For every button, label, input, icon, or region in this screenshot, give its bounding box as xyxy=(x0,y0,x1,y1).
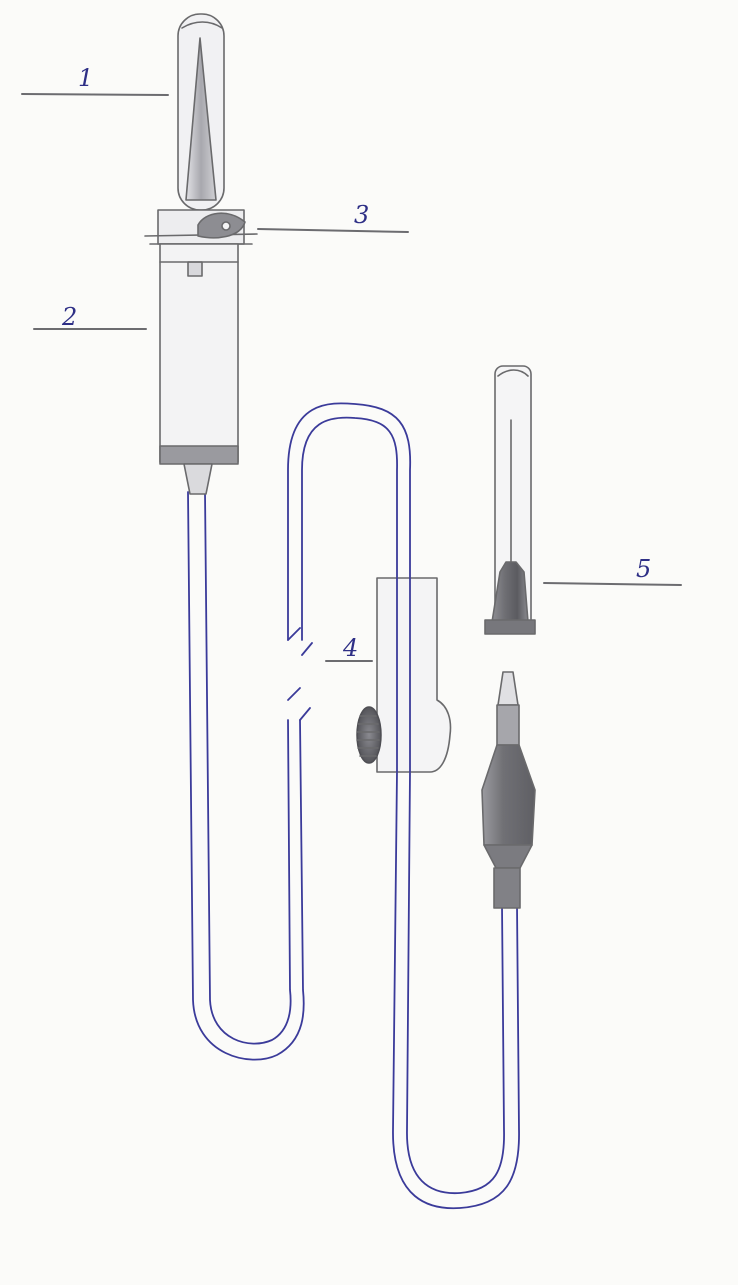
needle-hub-flange xyxy=(484,619,536,635)
drip-chamber xyxy=(159,243,239,495)
drip-chamber-head xyxy=(144,209,258,245)
tube-loop-left-outer xyxy=(187,491,305,1061)
drip-chamber-base xyxy=(159,445,239,465)
infusion-tubing xyxy=(187,402,520,1210)
label-4: 4 xyxy=(342,634,358,662)
drip-chamber-body xyxy=(159,243,239,463)
label-3: 3 xyxy=(354,201,369,229)
callout-roller-clamp: 4 xyxy=(325,634,373,662)
connector-tube-sleeve xyxy=(493,867,521,909)
connector-skirt xyxy=(483,844,533,869)
label-2: 2 xyxy=(61,303,77,331)
air-vent-hole xyxy=(221,221,231,231)
label-5: 5 xyxy=(636,555,651,583)
tube-break-upper xyxy=(287,627,313,656)
drip-tube-inlet xyxy=(187,261,203,277)
chamber-outlet xyxy=(183,463,213,495)
callout-air-vent: 3 xyxy=(257,201,409,233)
tube-break-mark xyxy=(287,687,311,721)
roller-clamp xyxy=(356,577,452,773)
tube-loop-bottom-outer xyxy=(392,771,520,1210)
tube-loop-bottom-inner xyxy=(406,771,505,1195)
roller-clamp-body xyxy=(376,577,452,773)
spike-cap-rim xyxy=(181,21,223,29)
leader-line-5 xyxy=(543,582,682,586)
leader-line-1 xyxy=(21,93,169,96)
spike-assembly xyxy=(177,13,225,211)
tube-loop-top-inner xyxy=(301,416,398,641)
spike-needle xyxy=(185,37,217,201)
tube-loop-left-inner xyxy=(204,491,292,1045)
label-1: 1 xyxy=(78,64,93,92)
roller-wheel-ridges xyxy=(356,715,380,757)
needle-cap-rim xyxy=(497,369,529,377)
tube-loop-top-outer xyxy=(287,402,412,641)
callout-needle: 5 xyxy=(543,555,682,586)
needle-assembly xyxy=(484,365,536,635)
connector-neck xyxy=(496,704,520,746)
roller-wheel-icon xyxy=(356,706,382,764)
callout-drip-chamber: 2 xyxy=(33,303,147,331)
connector-body xyxy=(481,744,536,846)
luer-connector xyxy=(481,671,536,909)
leader-line-3 xyxy=(257,228,409,233)
connector-tip xyxy=(497,671,519,706)
callout-spike: 1 xyxy=(21,64,169,96)
